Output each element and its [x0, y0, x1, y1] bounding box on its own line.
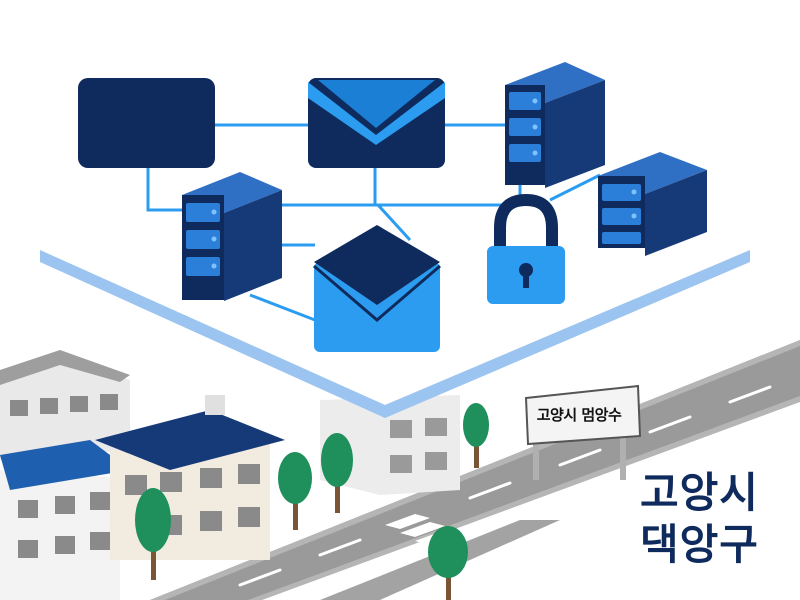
mail-icon	[308, 78, 445, 168]
server-icon	[598, 152, 707, 256]
server-icon	[505, 62, 605, 188]
connection-lines	[146, 123, 601, 322]
lock-icon	[487, 193, 565, 304]
server-icon	[182, 172, 282, 301]
building-behind-platform	[320, 395, 460, 495]
mail-icon	[313, 225, 441, 352]
street-sign	[524, 384, 642, 480]
house-blue-roof	[0, 440, 130, 600]
street-sign-label: 고양시 멈앙수	[536, 406, 622, 424]
district-label-line-2: 댁앙구	[640, 520, 759, 569]
house-gray-back	[0, 350, 130, 460]
trees	[135, 403, 489, 600]
district-label-line-1: 고앙시	[640, 468, 759, 517]
monitor-icon	[78, 78, 215, 168]
